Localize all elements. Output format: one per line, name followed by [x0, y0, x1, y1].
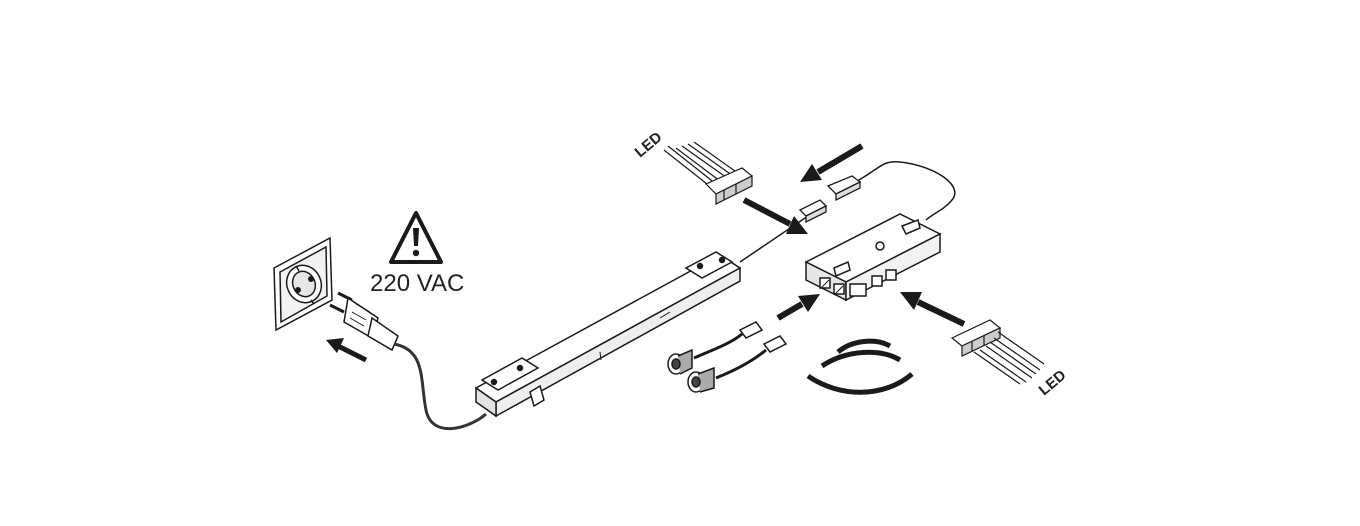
sensor-button-lower — [687, 335, 788, 393]
driver-output-connector — [798, 199, 828, 224]
voltage-label: 220 VAC — [370, 270, 464, 297]
warning-triangle-icon — [389, 211, 443, 264]
led-connector-top — [663, 141, 754, 205]
control-box-cable — [847, 161, 956, 221]
connect-led-arrow-right — [900, 292, 966, 327]
control-box — [804, 213, 942, 302]
led-label-top: LED — [632, 129, 666, 161]
power-cord — [393, 342, 487, 430]
plug-icon — [329, 291, 399, 352]
wall-socket-icon — [273, 236, 333, 332]
connect-sensor-arrow — [776, 294, 820, 321]
sensor-wave-icon — [806, 338, 914, 395]
led-connector-right — [950, 319, 1045, 385]
led-label-right: LED — [1036, 367, 1070, 399]
sensor-button-upper — [667, 321, 764, 375]
connect-led-arrow-top — [742, 197, 808, 234]
led-driver — [474, 251, 742, 418]
control-box-lead-connector — [826, 175, 862, 202]
connect-sensor-arrow-top — [800, 143, 864, 182]
insert-plug-arrow — [326, 338, 368, 363]
